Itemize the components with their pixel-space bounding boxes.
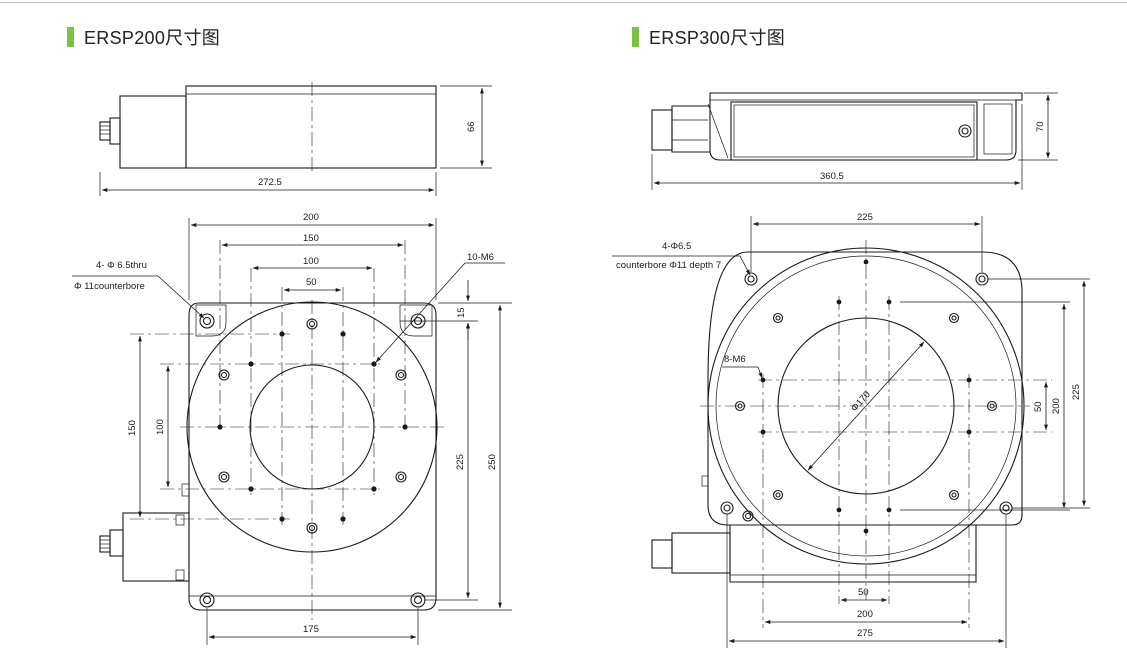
dim-dia-170: Φ170 — [849, 389, 873, 414]
heading-ersp300: ERSP300尺寸图 — [632, 24, 785, 50]
ersp200-side-view: 272.5 66 — [99, 82, 492, 196]
dim-225-top: 225 — [857, 212, 873, 223]
ersp300-top-view: 225 50 200 225 50 200 275 — [612, 212, 1090, 648]
dim-100-v: 100 — [155, 419, 166, 435]
dim-200-v: 200 — [1051, 398, 1062, 414]
dim-250: 250 — [487, 454, 498, 470]
heading-title: ERSP300尺寸图 — [649, 28, 786, 48]
dim-66: 66 — [466, 121, 477, 132]
dim-200-b: 200 — [857, 609, 873, 620]
heading-accent-bar — [67, 27, 74, 47]
dim-15: 15 — [456, 307, 467, 318]
ersp300-side-view: 360.5 70 — [651, 92, 1058, 190]
dim-225: 225 — [455, 454, 466, 470]
note-counterbore: Φ 11counterbore — [74, 281, 145, 292]
dim-50-b: 50 — [858, 587, 869, 598]
dim-272-5: 272.5 — [258, 177, 282, 188]
ersp200-top-view: 200 150 100 50 15 225 250 150 100 175 — [72, 212, 512, 645]
dim-70: 70 — [1035, 121, 1046, 132]
heading-title: ERSP200尺寸图 — [84, 28, 221, 48]
dim-150: 150 — [303, 233, 319, 244]
dim-50: 50 — [306, 277, 317, 288]
dim-360-5: 360.5 — [820, 171, 844, 182]
note-m6: 10-M6 — [467, 252, 494, 263]
note-counterbore-depth: counterbore Φ11 depth 7 — [616, 260, 721, 271]
note-8-m6: 8-M6 — [724, 354, 746, 365]
dim-150-v: 150 — [127, 420, 138, 436]
dim-175: 175 — [303, 624, 319, 635]
dim-50-v: 50 — [1033, 401, 1044, 412]
heading-accent-bar — [632, 27, 639, 47]
heading-ersp200: ERSP200尺寸图 — [67, 24, 220, 50]
dim-100: 100 — [303, 256, 319, 267]
note-holes-6-5: 4-Φ6.5 — [662, 241, 691, 252]
note-holes-thru: 4- Φ 6.5thru — [96, 260, 147, 271]
dim-225-v: 225 — [1071, 384, 1082, 400]
top-divider — [0, 2, 1127, 3]
dim-275-b: 275 — [857, 628, 873, 639]
dim-200: 200 — [303, 212, 319, 223]
